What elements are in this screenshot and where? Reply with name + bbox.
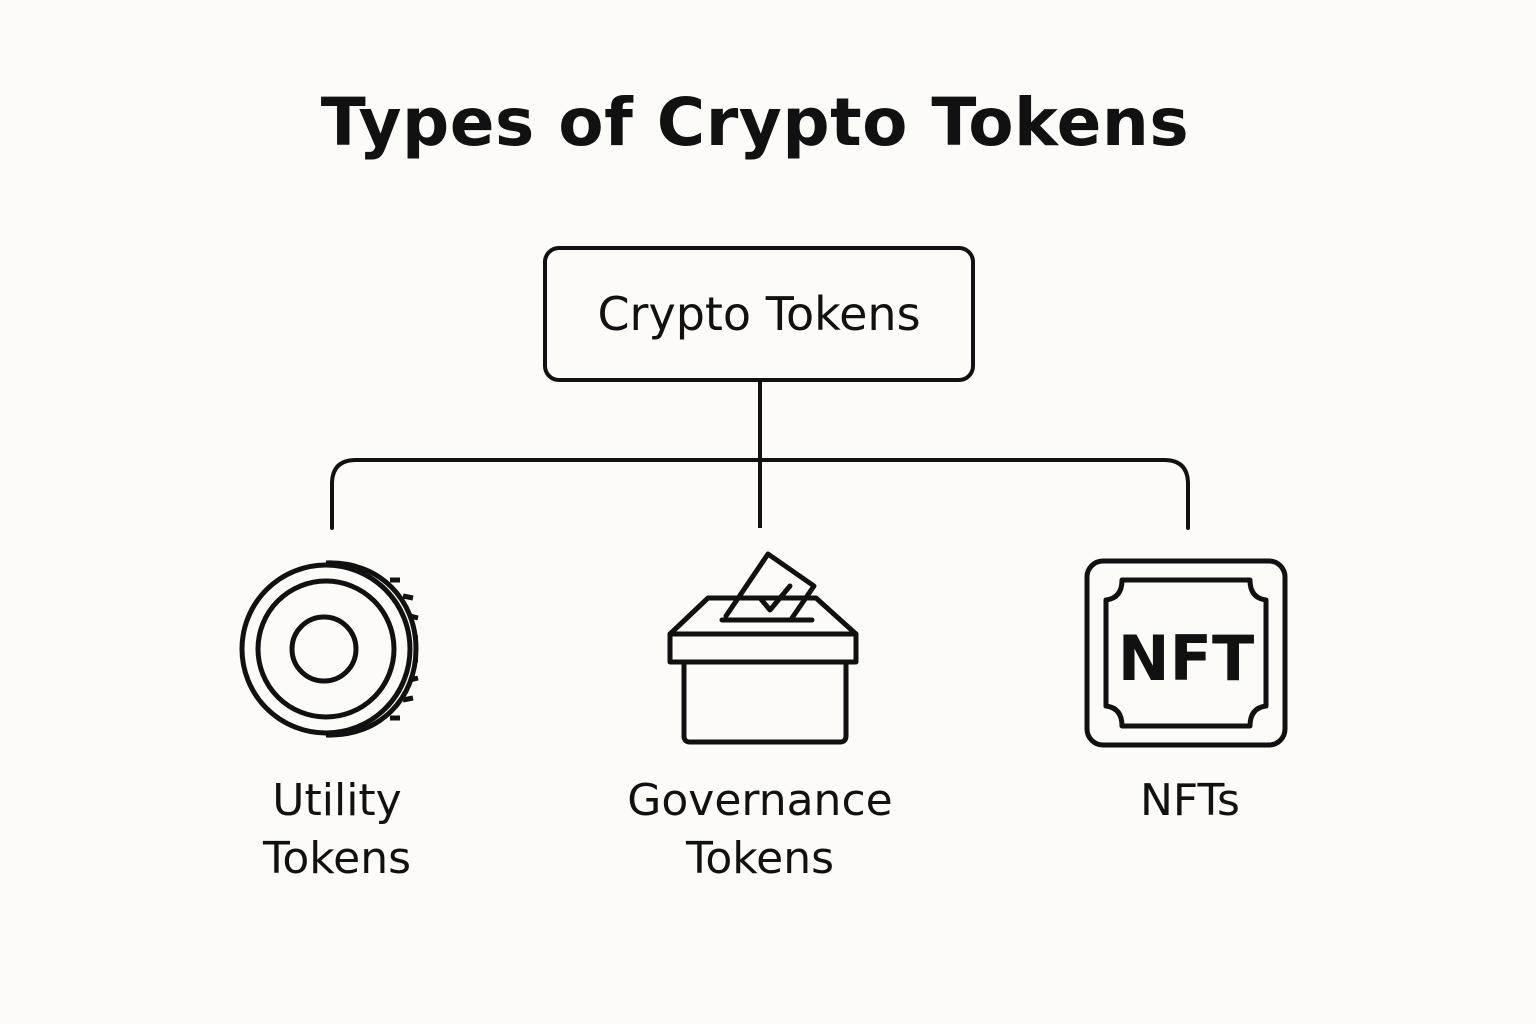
coin-icon bbox=[239, 560, 419, 738]
root-node-crypto-tokens: Crypto Tokens bbox=[543, 246, 975, 382]
root-node-label: Crypto Tokens bbox=[597, 287, 921, 341]
child-label-nfts: NFTs bbox=[1090, 772, 1290, 830]
label-line-1: Utility bbox=[272, 775, 402, 826]
child-label-utility-tokens: Utility Tokens bbox=[212, 772, 462, 888]
ballot-paper bbox=[723, 551, 817, 621]
label-line-2: Tokens bbox=[685, 833, 835, 884]
nft-certificate-icon: NFT bbox=[1084, 558, 1288, 748]
label-line-2: Tokens bbox=[262, 833, 412, 884]
nft-icon-text: NFT bbox=[1118, 622, 1255, 695]
ballot-box-icon bbox=[667, 551, 859, 745]
coin-edge bbox=[325, 560, 419, 738]
branch-bar-line bbox=[330, 458, 1190, 530]
label-line-1: Governance bbox=[627, 775, 893, 826]
diagram-title: Types of Crypto Tokens bbox=[320, 84, 1190, 161]
label-line-1: NFTs bbox=[1140, 775, 1240, 826]
child-label-governance-tokens: Governance Tokens bbox=[592, 772, 928, 888]
